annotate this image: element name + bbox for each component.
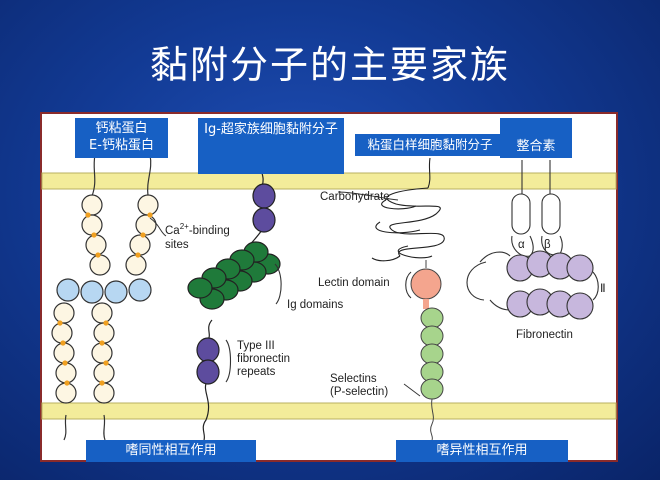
heterophilic-label-box: 嗜异性相互作用 xyxy=(396,440,568,462)
selectin-structure xyxy=(410,260,444,441)
selectin-label: 粘蛋白样细胞黏附分子 xyxy=(367,137,493,152)
lectin-domain-label: Lectin domain xyxy=(318,277,390,289)
fibronectin-label: Fibronectin xyxy=(516,329,573,341)
type3-line2: fibronectin xyxy=(237,353,290,365)
selectin-label-box: 粘蛋白样细胞黏附分子 xyxy=(355,134,505,156)
integrin-label: 整合素 xyxy=(516,139,556,154)
upper-membrane xyxy=(41,172,617,190)
carbohydrate-structure xyxy=(371,157,445,262)
integrin-structure xyxy=(466,160,599,320)
cadherin-label-line2: E-钙粘蛋白 xyxy=(89,138,154,153)
ca-binding-label: Ca2+-binding xyxy=(165,222,230,237)
homophilic-label-box: 嗜同性相互作用 xyxy=(86,440,256,462)
beta-label: β xyxy=(544,239,551,251)
selectins-line1: Selectins xyxy=(330,373,377,385)
homophilic-label: 嗜同性相互作用 xyxy=(125,443,217,458)
cadherin-label-line1: 钙粘蛋白 xyxy=(95,121,148,136)
integrin-label-box: 整合素 xyxy=(500,118,572,158)
igsf-structure xyxy=(187,159,281,441)
sites-label: sites xyxy=(165,239,189,251)
lower-membrane xyxy=(41,402,617,420)
igsf-label-box: Ig-超家族细胞黏附分子 xyxy=(198,118,344,174)
slide-title: 黏附分子的主要家族 xyxy=(149,43,510,87)
type3-line1: Type III xyxy=(237,340,275,352)
alpha-label: α xyxy=(518,239,525,251)
igsf-label: Ig-超家族细胞黏附分子 xyxy=(204,122,338,137)
roman-two-label: Ⅱ xyxy=(600,283,606,295)
heterophilic-label: 嗜异性相互作用 xyxy=(436,443,528,458)
type3-line3: repeats xyxy=(237,366,276,378)
selectins-line2: (P-selectin) xyxy=(330,386,388,398)
ig-domains-label: Ig domains xyxy=(287,299,344,311)
calcium-sites xyxy=(57,212,153,386)
carbohydrate-label: Carbohydrate xyxy=(320,191,390,203)
cadherin-label-box: 钙粘蛋白 E-钙粘蛋白 xyxy=(75,118,168,158)
cadherin-structure xyxy=(51,154,159,441)
